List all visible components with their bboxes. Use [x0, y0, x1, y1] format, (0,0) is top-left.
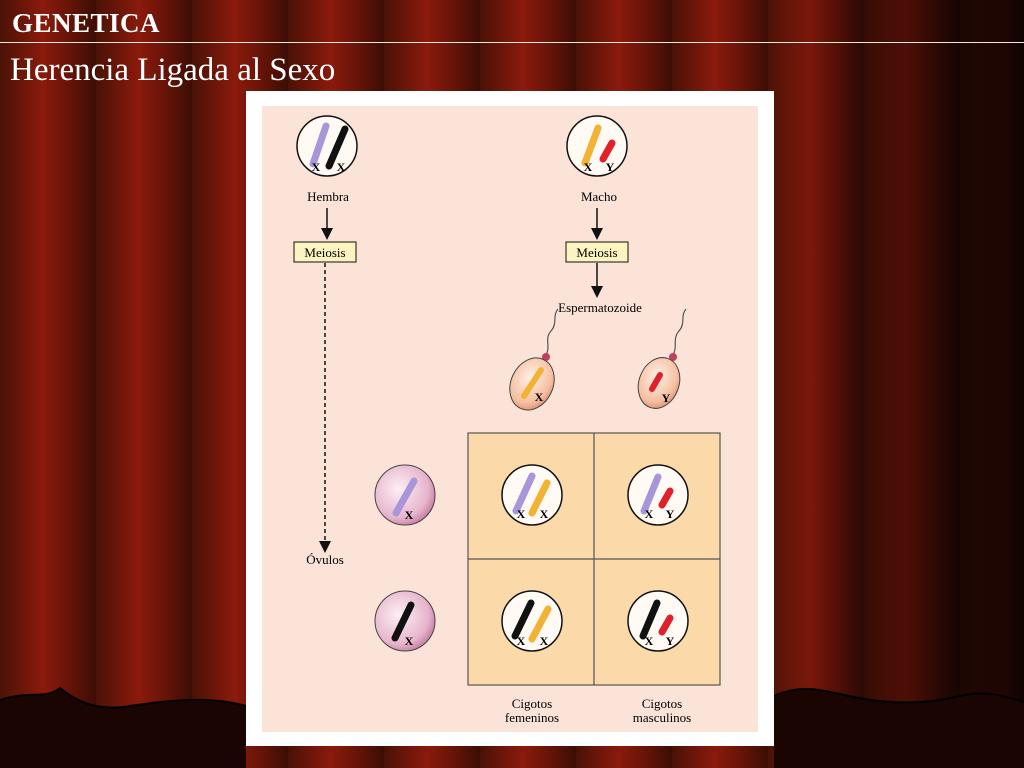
male-meiosis-box — [565, 241, 629, 263]
zygote-2-y-label: Y — [666, 507, 675, 521]
egg-x-black: X — [374, 590, 436, 652]
diagram-canvas: X X Hembra Meiosis Óvulos X Y Macho Meio… — [262, 106, 758, 732]
zygote-1-x-label-2: X — [540, 507, 549, 521]
chromosome-x-lavender — [309, 122, 330, 168]
male-meiosis-label: Meiosis — [576, 245, 617, 260]
sperm-x-label: X — [535, 390, 544, 404]
male-zygotes-label-line1: Cigotos — [642, 696, 682, 711]
female-label: Hembra — [307, 189, 349, 204]
zygote-4-x-label: X — [645, 634, 654, 648]
egg-x-lavender: X — [374, 464, 436, 526]
male-zygotes-label-line2: masculinos — [633, 710, 692, 725]
sperm-y-label: Y — [662, 391, 671, 405]
zygote-male-lavender-red: X Y — [627, 464, 689, 526]
male-parent-cell: X Y — [566, 115, 628, 177]
female-meiosis-label: Meiosis — [304, 245, 345, 260]
male-label: Macho — [581, 189, 617, 204]
eggs-label: Óvulos — [306, 552, 344, 567]
zygote-3-x-label-2: X — [540, 634, 549, 648]
male-y-label: Y — [606, 160, 615, 174]
chromosome-y-red — [599, 139, 616, 163]
female-x-label-2: X — [337, 160, 346, 174]
female-parent-cell: X X — [296, 115, 358, 177]
egg-2-x-label: X — [405, 634, 414, 648]
female-meiosis-box — [293, 241, 357, 263]
male-x-label: X — [584, 160, 593, 174]
female-zygotes-label-line2: femeninos — [505, 710, 559, 725]
chromosome-x-orange — [581, 124, 602, 167]
chromosome-x-black — [325, 125, 349, 170]
zygote-female-lavender-orange: X X — [501, 464, 563, 526]
slide-header: GENETICA — [12, 8, 161, 38]
zygote-1-x-label-1: X — [517, 507, 526, 521]
zygote-female-black-orange: X X — [501, 590, 563, 652]
egg-1-x-label: X — [405, 508, 414, 522]
slide-title: Herencia Ligada al Sexo — [10, 52, 336, 88]
zygote-male-black-red: X Y — [627, 590, 689, 652]
female-zygotes-label-line1: Cigotos — [512, 696, 552, 711]
zygote-2-x-label: X — [645, 507, 654, 521]
zygote-4-y-label: Y — [666, 634, 675, 648]
sperm-y-cell: Y — [637, 308, 687, 409]
inheritance-diagram: X X Hembra Meiosis Óvulos X Y Macho Meio… — [246, 91, 774, 746]
sperm-x-cell: X — [509, 308, 559, 411]
header-divider — [0, 42, 1024, 43]
sperm-label: Espermatozoide — [558, 300, 642, 315]
female-x-label-1: X — [312, 160, 321, 174]
zygote-3-x-label-1: X — [517, 634, 526, 648]
